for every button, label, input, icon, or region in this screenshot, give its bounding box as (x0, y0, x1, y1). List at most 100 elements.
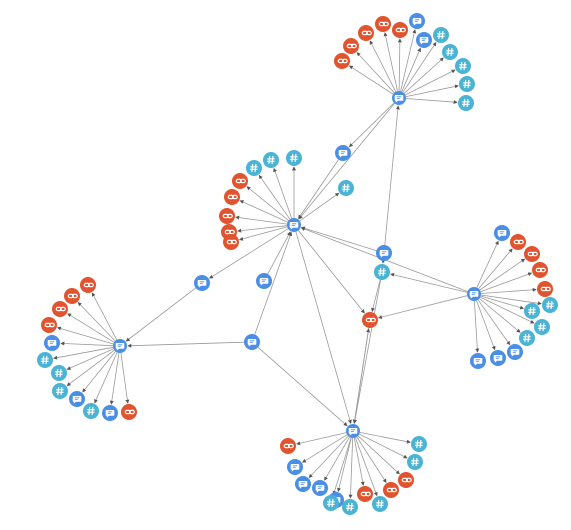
node-left-1-link-icon[interactable] (64, 288, 80, 304)
node-right-1-link-icon[interactable] (510, 234, 526, 250)
node-left-2-link-icon[interactable] (52, 301, 68, 317)
node-bot-1-chat-bubble-icon[interactable] (287, 459, 303, 475)
node-bot-9-link-icon[interactable] (383, 482, 399, 498)
node-bot-8-hashtag-icon[interactable] (372, 496, 388, 512)
node-cen-2-hashtag-icon[interactable] (286, 150, 302, 166)
edge-hub-left-to-left-4 (60, 341, 114, 347)
node-left-9-hashtag-icon[interactable] (83, 403, 99, 419)
node-top-11-hashtag-icon[interactable] (458, 95, 474, 111)
node-top-0-link-icon[interactable] (334, 53, 350, 69)
link-icon (346, 43, 357, 49)
edge-b4-to-hub-bottom (353, 279, 381, 424)
node-left-4-chat-bubble-icon[interactable] (44, 335, 60, 351)
node-bot-6-hashtag-icon[interactable] (342, 499, 358, 515)
node-b3-chat-bubble-icon[interactable] (376, 245, 392, 261)
node-right-4-link-icon[interactable] (537, 281, 553, 297)
node-right-8-hashtag-icon[interactable] (519, 330, 535, 346)
node-right-10-chat-bubble-icon[interactable] (490, 350, 506, 366)
link-icon (360, 491, 371, 497)
node-cen-7-link-icon[interactable] (223, 234, 239, 250)
node-left-6-hashtag-icon[interactable] (51, 365, 67, 381)
node-bot-10-link-icon[interactable] (398, 472, 414, 488)
hashtag-icon (345, 502, 354, 512)
node-right-11-chat-bubble-icon[interactable] (470, 353, 486, 369)
edge-hub-bottom-to-bot-0 (296, 432, 347, 446)
node-left-5-hashtag-icon[interactable] (37, 352, 53, 368)
node-bot-2-chat-bubble-icon[interactable] (295, 476, 311, 492)
node-right-9-chat-bubble-icon[interactable] (507, 344, 523, 360)
node-b2-hashtag-icon[interactable] (338, 180, 354, 196)
edge-hub-center-to-hub-bottom (295, 231, 352, 424)
node-bot-0-link-icon[interactable] (280, 438, 296, 454)
edge-hub-bottom-to-bot-6 (348, 437, 354, 499)
node-left-11-link-icon[interactable] (121, 404, 137, 420)
node-b5-link-icon[interactable] (362, 312, 378, 328)
node-bot-5-hashtag-icon[interactable] (323, 495, 339, 511)
node-top-5-chat-bubble-icon[interactable] (409, 13, 425, 29)
node-top-10-hashtag-icon[interactable] (459, 76, 475, 92)
node-b4-hashtag-icon[interactable] (374, 264, 390, 280)
node-hub-bottom-chat-bubble-icon[interactable] (346, 424, 360, 438)
node-b8-chat-bubble-icon[interactable] (244, 334, 260, 350)
edge-hub-top-to-top-3 (383, 32, 398, 92)
node-top-1-link-icon[interactable] (343, 38, 359, 54)
node-hub-center-chat-bubble-icon[interactable] (287, 218, 301, 232)
node-hub-left-chat-bubble-icon[interactable] (113, 339, 127, 353)
node-top-9-hashtag-icon[interactable] (455, 58, 471, 74)
node-right-3-link-icon[interactable] (532, 262, 548, 278)
edge-b3-to-hub-center (300, 226, 377, 251)
edge-hub-right-to-right-9 (477, 299, 511, 346)
edge-hub-left-to-left-6 (66, 348, 114, 370)
node-bot-11-hashtag-icon[interactable] (407, 454, 423, 470)
edge-hub-center-to-cen-0 (258, 174, 291, 220)
hashtag-icon (458, 61, 467, 71)
node-right-6-hashtag-icon[interactable] (524, 303, 540, 319)
node-left-0-link-icon[interactable] (80, 277, 96, 293)
node-b1-chat-bubble-icon[interactable] (335, 145, 351, 161)
node-left-7-hashtag-icon[interactable] (52, 383, 68, 399)
hashtag-node-circle (246, 160, 262, 176)
node-bot-12-hashtag-icon[interactable] (411, 436, 427, 452)
edge-hub-right-to-right-11 (474, 300, 480, 353)
node-cen-1-hashtag-icon[interactable] (263, 152, 279, 168)
link-icon (227, 194, 238, 200)
node-bot-3-chat-bubble-icon[interactable] (312, 480, 328, 496)
node-hub-right-chat-bubble-icon[interactable] (467, 287, 481, 301)
hashtag-icon (40, 355, 49, 365)
node-top-8-hashtag-icon[interactable] (442, 44, 458, 60)
edge-hub-bottom-to-bot-10 (357, 435, 400, 475)
hashtag-icon (377, 267, 386, 277)
node-right-5-hashtag-icon[interactable] (542, 297, 558, 313)
node-top-3-link-icon[interactable] (375, 16, 391, 32)
edge-hub-center-to-cen-7 (239, 226, 288, 241)
node-left-10-chat-bubble-icon[interactable] (102, 405, 118, 421)
node-cen-5-link-icon[interactable] (219, 208, 235, 224)
node-top-7-hashtag-icon[interactable] (433, 27, 449, 43)
node-b7-chat-bubble-icon[interactable] (256, 273, 272, 289)
link-icon (235, 178, 246, 184)
edge-layer (53, 29, 542, 499)
node-bot-7-link-icon[interactable] (357, 486, 373, 502)
node-cen-3-link-icon[interactable] (232, 173, 248, 189)
node-top-6-chat-bubble-icon[interactable] (416, 32, 432, 48)
node-top-2-link-icon[interactable] (358, 25, 374, 41)
hashtag-node-circle (458, 95, 474, 111)
hashtag-icon (436, 30, 445, 40)
edge-hub-right-to-b5 (378, 295, 468, 319)
node-cen-0-hashtag-icon[interactable] (246, 160, 262, 176)
edge-hub-bottom-to-bot-2 (308, 435, 349, 478)
node-right-2-link-icon[interactable] (524, 246, 540, 262)
hashtag-node-circle (286, 150, 302, 166)
node-left-3-link-icon[interactable] (41, 317, 57, 333)
node-b6-chat-bubble-icon[interactable] (194, 275, 210, 291)
node-hub-top-chat-bubble-icon[interactable] (392, 91, 406, 105)
chat-bubble-icon (419, 37, 429, 45)
hashtag-node-circle (37, 352, 53, 368)
node-right-7-hashtag-icon[interactable] (534, 319, 550, 335)
node-right-0-chat-bubble-icon[interactable] (494, 225, 510, 241)
node-cen-4-link-icon[interactable] (224, 189, 240, 205)
node-top-4-link-icon[interactable] (392, 22, 408, 38)
node-left-8-chat-bubble-icon[interactable] (69, 391, 85, 407)
edge-hub-right-to-right-5 (480, 294, 542, 306)
link-icon (226, 239, 237, 245)
